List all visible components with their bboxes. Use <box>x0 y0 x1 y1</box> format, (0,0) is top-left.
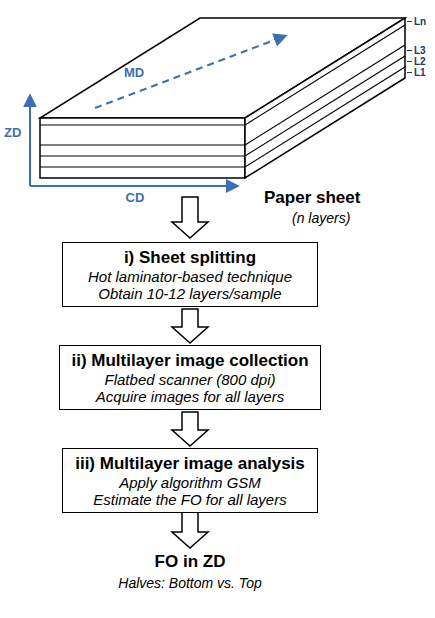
flow-arrow <box>172 197 208 238</box>
flow-arrow <box>172 412 208 446</box>
step-heading: i) Sheet splitting <box>124 247 256 268</box>
md-arrow <box>95 36 285 108</box>
caption-text: (n layers) <box>292 210 350 226</box>
process-box: iii) Multilayer image analysisApply algo… <box>62 448 318 513</box>
axis-label: CD <box>126 191 145 206</box>
layer-label: L3 <box>414 45 426 57</box>
step-description: Apply algorithm GSM <box>119 474 261 491</box>
caption-text: Paper sheet <box>264 188 360 208</box>
cd-axis <box>30 185 237 187</box>
step-heading: ii) Multilayer image collection <box>71 350 308 371</box>
layer-lines <box>40 25 405 167</box>
step-description: Estimate the FO for all layers <box>93 491 286 508</box>
sheet-front-face <box>40 118 245 178</box>
step-description: Acquire images for all layers <box>96 388 284 405</box>
axis-label: ZD <box>4 126 21 141</box>
process-box: i) Sheet splittingHot laminator-based te… <box>62 242 318 307</box>
layer-leaders <box>407 22 412 73</box>
step-heading: iii) Multilayer image analysis <box>75 453 305 474</box>
step-description: Hot laminator-based technique <box>88 268 292 285</box>
axis-label: MD <box>124 66 144 81</box>
flow-arrow <box>172 511 208 548</box>
process-box: ii) Multilayer image collectionFlatbed s… <box>59 345 321 410</box>
layer-label: L1 <box>414 67 426 79</box>
caption-text: FO in ZD <box>155 552 226 572</box>
step-description: Flatbed scanner (800 dpi) <box>105 371 276 388</box>
flow-arrow <box>172 309 208 343</box>
layer-label: L2 <box>414 56 426 68</box>
step-description: Obtain 10-12 layers/sample <box>98 285 281 302</box>
layer-label: Ln <box>414 16 426 28</box>
zd-axis <box>29 96 31 186</box>
caption-text: Halves: Bottom vs. Top <box>118 575 261 591</box>
